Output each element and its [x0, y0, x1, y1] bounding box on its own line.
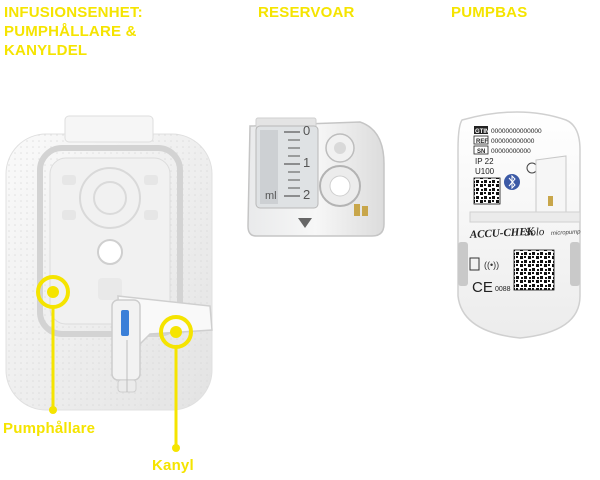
ref-value: 000000000000: [491, 138, 535, 145]
ce-number: 0088: [495, 286, 511, 293]
gtin-key: GTIN: [475, 129, 489, 135]
wireless-icon: ((•)): [484, 260, 499, 270]
kanyl-label: Kanyl: [152, 457, 194, 474]
ce-mark: CE: [472, 279, 493, 296]
kanyl-callout: [159, 315, 193, 452]
main-qr-code: [513, 249, 555, 291]
infusion-heading-line-3: KANYLDEL: [4, 42, 88, 59]
infusion-unit: [5, 115, 213, 452]
pump-holder-frame: [37, 145, 183, 337]
reservoir-heading: RESERVOAR: [258, 3, 355, 22]
reservoir: 0 1 2 ml: [247, 117, 385, 237]
pump-base: GTIN 00000000000000 REF 000000000000 SN …: [457, 111, 582, 339]
model-subtitle: micropump: [551, 229, 582, 237]
gtin-value: 00000000000000: [491, 128, 542, 135]
model-name: Solo: [525, 226, 546, 239]
person-icon: [469, 257, 480, 271]
sn-key: SN: [477, 149, 485, 155]
sn-value: 00000000000: [491, 148, 531, 155]
reservoir-scale: 0 1 2 ml: [265, 123, 310, 202]
scale-mark-0: 0: [303, 123, 310, 138]
scale-mark-2: 2: [303, 187, 310, 202]
ref-key: REF: [476, 139, 488, 145]
pumphallare-label: Pumphållare: [3, 420, 96, 437]
ip-rating: IP 22: [475, 157, 494, 166]
label-qr-code: [473, 177, 501, 205]
brand-name: ACCU-CHEK: [469, 226, 535, 241]
infusion-heading-line-2: PUMPHÅLLARE &: [4, 23, 137, 40]
infusion-heading-line-1: INFUSIONSENHET:: [4, 4, 143, 21]
pumphallare-callout: [36, 275, 70, 414]
pump-label: GTIN 00000000000000 REF 000000000000 SN …: [473, 126, 542, 205]
pad-tab: [64, 115, 154, 143]
pump-base-heading-text: PUMPBAS: [451, 4, 528, 21]
reservoir-heading-text: RESERVOAR: [258, 4, 355, 21]
u100-label: U100: [475, 167, 495, 176]
cannula-port: [97, 239, 123, 265]
scale-unit: ml: [265, 190, 277, 202]
pump-base-heading: PUMPBAS: [451, 3, 527, 22]
scale-mark-1: 1: [303, 155, 310, 170]
infusion-unit-heading: INFUSIONSENHET: PUMPHÅLLARE & KANYLDEL: [4, 3, 143, 60]
